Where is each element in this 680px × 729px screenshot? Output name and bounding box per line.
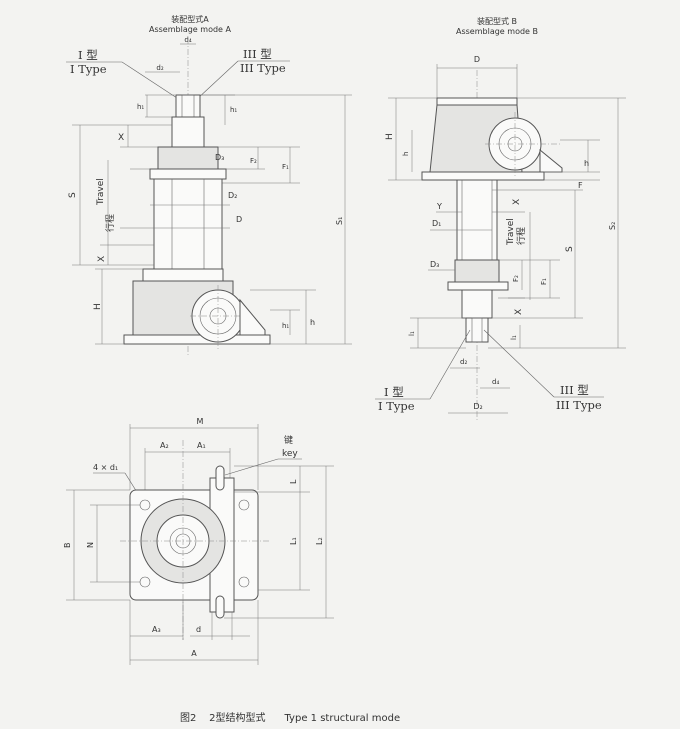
dim-d-label: d (196, 625, 201, 634)
mode-b-rib (539, 148, 563, 173)
dim-l1-plan-label: L₁ (289, 537, 298, 545)
dim-a2-label: A₂ (160, 441, 169, 450)
key-label-cn: 键 (284, 434, 293, 446)
dim-x-upper-label-right: X (512, 199, 522, 205)
mode-b-protective-tube (456, 179, 498, 261)
mode-a-title-en: Assemblage mode A (149, 25, 232, 34)
mode-b-title-cn: 装配型式 B (477, 16, 517, 26)
mode-a-upper-screw (171, 116, 205, 148)
dim-s2-label: S₂ (608, 222, 617, 230)
type-iii-leader-right (483, 329, 555, 398)
type-iii-en-right: III Type (556, 398, 602, 412)
type-iii-leader-left (195, 60, 239, 101)
mode-a-protective-tube (153, 178, 223, 270)
dim-m-label: M (197, 417, 204, 426)
dim-x-upper-label: X (118, 133, 124, 143)
type-i-leader-left (121, 61, 181, 101)
dim-b-label: B (63, 543, 72, 549)
mode-b-base-plate (421, 171, 545, 181)
plan-key-top (215, 465, 225, 491)
dim-x-lower-label: X (97, 256, 107, 262)
mode-b-nut (454, 259, 500, 283)
dim-d2-bottom-label: d₂ (460, 358, 467, 366)
type-iii-cn-left: III 型 (243, 47, 272, 61)
dim-h1-base-label: h₁ (282, 322, 289, 330)
travel-cn-right: 行程 (515, 227, 527, 245)
mode-a-base-plate (123, 334, 271, 345)
type-i-cn-left: I 型 (78, 48, 98, 62)
figure-caption: 图2 2型结构型式 Type 1 structural mode (180, 711, 400, 724)
plan-key-bottom (215, 595, 225, 619)
dim-f1-label-left: F₁ (282, 163, 289, 171)
dim-h-base-label: h (310, 318, 315, 327)
dim-d4-bottom-label: d₄ (492, 378, 499, 386)
mount-hole-br (238, 576, 250, 588)
assemblage-mode-b-view: 装配型式 B Assemblage mode B D H h h (375, 16, 626, 420)
dim-h-small-label-right: h (402, 152, 410, 156)
dim-holes-label: 4 × d₁ (93, 463, 118, 472)
dim-n-label: N (86, 542, 95, 548)
dim-d-top-label: D (474, 55, 480, 64)
plan-view: M A₂ A₁ 4 × d₁ 键 key (63, 417, 334, 665)
mode-a-rib (239, 298, 266, 336)
dim-l-label: L (289, 479, 298, 484)
dim-h-label-right: H (385, 133, 395, 140)
type-i-en-left: I Type (70, 62, 107, 76)
dim-f2-label-right: F₂ (512, 275, 520, 282)
dim-f-label: F (578, 181, 583, 190)
type-iii-cn-right: III 型 (560, 383, 589, 397)
mode-b-lower-screw (461, 289, 493, 319)
type-i-cn-right: I 型 (384, 385, 404, 399)
key-leader (224, 458, 279, 476)
assemblage-mode-a-view: 装配型式A Assemblage mode A d₄ I 型 I Type II… (66, 14, 352, 355)
dim-d1-label: D₁ (432, 219, 441, 228)
mode-a-screw-end (175, 94, 201, 118)
dim-d2-top-label: d₂ (156, 64, 163, 72)
travel-en-right: Travel (506, 218, 516, 246)
dim-y-label: Y (436, 202, 442, 211)
mount-hole-tr (238, 499, 250, 511)
mode-b-title-en: Assemblage mode B (456, 27, 538, 36)
dim-d-mid-label: D (236, 215, 242, 224)
dim-s-label-right: S (565, 246, 575, 252)
dim-h-right-label: h (584, 159, 589, 168)
mode-a-nut (157, 146, 219, 170)
dim-l2-label: L₂ (315, 537, 324, 545)
travel-cn-left: 行程 (104, 214, 116, 232)
dim-d2-mid-label: D₂ (228, 191, 237, 200)
dim-d2-cap-label: D₂ (473, 402, 482, 411)
mode-b-top-cap (436, 97, 518, 106)
travel-en-left: Travel (96, 178, 106, 206)
dim-h1-right-label: h₁ (230, 106, 237, 114)
dim-a3-label: A₃ (152, 625, 161, 634)
dim-s-label-left: S (68, 192, 78, 198)
dim-l1-right-label: l₁ (510, 335, 518, 340)
mode-a-body-top (142, 268, 224, 282)
mode-a-title-cn: 装配型式A (171, 14, 209, 24)
dim-d3-label-left: D₃ (215, 153, 224, 162)
dim-l1-left-label: l₁ (408, 331, 416, 336)
mode-b-screw-end-inner (471, 317, 483, 343)
dim-f2-label-left: F₂ (250, 157, 257, 165)
dim-x-lower-label-right: X (514, 309, 524, 315)
mode-a-top-plate (149, 168, 227, 180)
type-i-leader-right (429, 329, 471, 400)
dim-d3-label-right: D₃ (430, 260, 439, 269)
mode-b-flange (447, 281, 509, 291)
dim-h1-label: h₁ (137, 103, 144, 111)
type-iii-en-left: III Type (240, 61, 286, 75)
dim-s1-label: S₁ (335, 217, 344, 225)
key-label-en: key (282, 449, 298, 459)
dim-f1-label-right: F₁ (540, 278, 548, 285)
dim-a1-label: A₁ (197, 441, 206, 450)
dim-a-label: A (191, 649, 197, 658)
type-i-en-right: I Type (378, 399, 415, 413)
dim-h-label-left: H (93, 303, 103, 310)
mode-b-screw-end (465, 317, 489, 343)
